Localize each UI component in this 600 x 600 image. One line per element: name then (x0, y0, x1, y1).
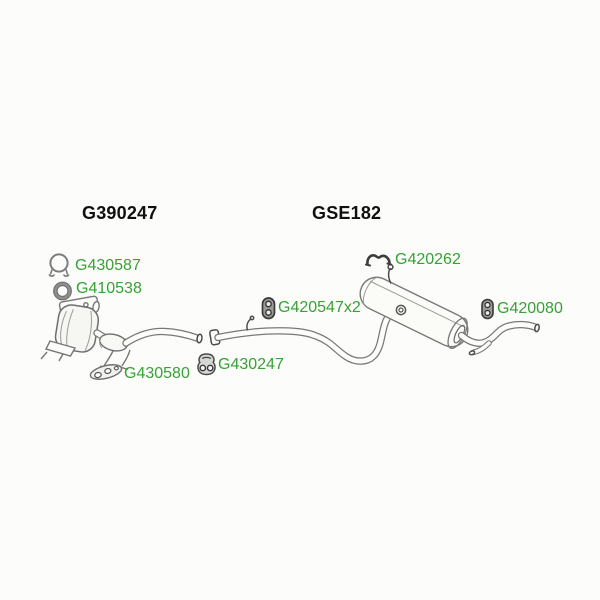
part-number-g430247[interactable]: G430247 (218, 356, 284, 373)
part-number-g430580[interactable]: G430580 (124, 365, 190, 382)
muffler-drawing (359, 263, 469, 349)
hanger-hook-icon (365, 249, 392, 268)
part-number-g420547x2[interactable]: G420547x2 (278, 299, 361, 316)
part-number-g420262[interactable]: G420262 (395, 251, 461, 268)
part-number-g420080[interactable]: G420080 (497, 300, 563, 317)
part-number-g410538[interactable]: G410538 (76, 280, 142, 297)
rubber-mount-icon (196, 352, 217, 376)
tailpipe-drawing (457, 320, 540, 356)
clamp-icon (46, 250, 72, 280)
part-number-g430587[interactable]: G430587 (75, 257, 141, 274)
flange-gasket-icon (87, 359, 125, 384)
rubber-mount-icon (480, 298, 495, 320)
kit-heading-rear: GSE182 (312, 203, 382, 223)
kit-heading-front: G390247 (82, 203, 158, 223)
rubber-mount-icon (260, 296, 277, 320)
intermediate-pipe-drawing (209, 292, 404, 365)
catalytic-converter-drawing (40, 295, 100, 362)
front-pipe-drawing (93, 327, 203, 371)
gasket-ring-icon (51, 280, 74, 302)
